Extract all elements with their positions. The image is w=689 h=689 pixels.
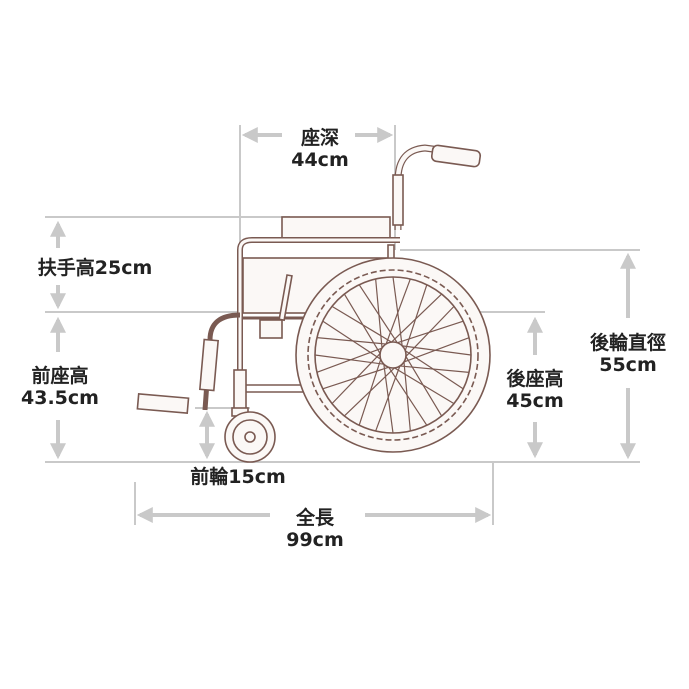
wheel-spoke bbox=[375, 278, 383, 350]
wheel-spoke bbox=[403, 349, 464, 390]
wheel-spoke bbox=[322, 366, 391, 390]
wheel-spoke bbox=[343, 366, 397, 417]
armrest-height-label: 扶手高25cm bbox=[35, 257, 155, 279]
wheel-spoke bbox=[375, 364, 402, 432]
front-wheel-label: 前輪15cm bbox=[188, 466, 288, 488]
wheel-spoke bbox=[403, 360, 411, 432]
wheel-spoke bbox=[322, 320, 383, 361]
wheel-spoke bbox=[395, 320, 464, 344]
wheelchair-illustration bbox=[136, 144, 491, 463]
wheel-spoke bbox=[402, 337, 470, 364]
wheel-spoke bbox=[404, 354, 443, 417]
wheel-spoke bbox=[343, 293, 382, 356]
dimension-arrows bbox=[50, 127, 636, 523]
wheel-spoke bbox=[314, 354, 386, 365]
wheel-spoke bbox=[389, 293, 443, 344]
wheel-spoke bbox=[384, 278, 411, 346]
